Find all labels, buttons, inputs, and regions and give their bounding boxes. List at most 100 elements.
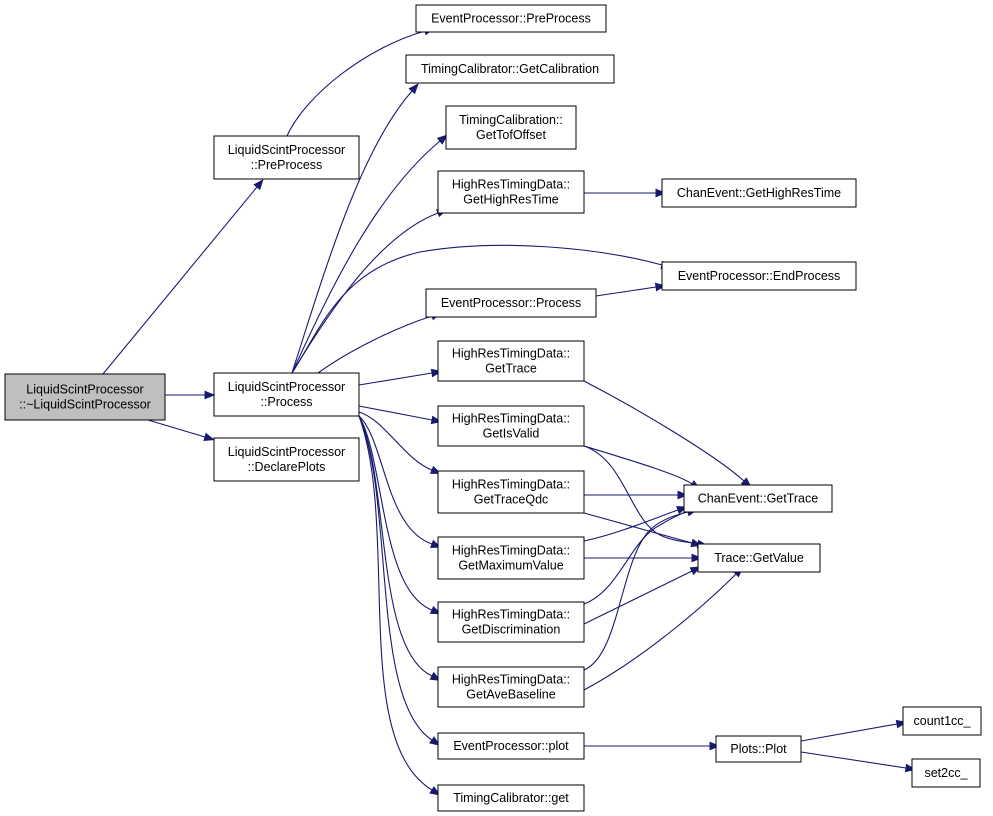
node-count1cc[interactable]: count1cc_ bbox=[902, 706, 982, 736]
node-box bbox=[715, 735, 802, 763]
edge-plots-plot-to-count1cc bbox=[800, 719, 908, 742]
edge-line bbox=[358, 415, 433, 791]
edge-hr-base-to-tr-value bbox=[583, 566, 744, 691]
node-label-line: LiquidScintProcessor bbox=[228, 445, 345, 459]
node-lsp-proc[interactable]: LiquidScintProcessor::Process bbox=[213, 372, 360, 417]
node-box bbox=[437, 340, 585, 382]
node-label-line: count1cc_ bbox=[914, 714, 972, 728]
nodes-layer: LiquidScintProcessor::~LiquidScintProces… bbox=[4, 4, 982, 812]
edge-line bbox=[147, 419, 206, 438]
node-box bbox=[683, 484, 833, 513]
node-label-line: ::PreProcess bbox=[251, 158, 323, 172]
node-label-line: HighResTimingData:: bbox=[452, 544, 570, 558]
node-hr-base[interactable]: HighResTimingData::GetAveBaseline bbox=[437, 666, 585, 708]
node-label-line: GetMaximumValue bbox=[458, 559, 563, 573]
node-box bbox=[437, 536, 585, 580]
edge-lsp-proc-to-hr-time bbox=[291, 209, 448, 374]
edge-plots-plot-to-set2cc bbox=[800, 751, 917, 773]
node-label-line: HighResTimingData:: bbox=[452, 412, 570, 426]
node-label-line: TimingCalibrator::get bbox=[453, 791, 569, 805]
node-label-line: GetTofOffset bbox=[476, 128, 546, 142]
node-label-line: GetTraceQdc bbox=[474, 493, 549, 507]
node-box bbox=[902, 706, 982, 736]
node-tr-value[interactable]: Trace::GetValue bbox=[697, 543, 821, 573]
node-label-line: ChanEvent::GetHighResTime bbox=[677, 186, 841, 200]
edge-hr-max-to-ce-trace bbox=[583, 506, 688, 542]
arrowhead-icon bbox=[204, 390, 216, 400]
node-box bbox=[437, 732, 585, 760]
node-label-line: ::~LiquidScintProcessor bbox=[19, 398, 151, 412]
node-label-line: LiquidScintProcessor bbox=[228, 143, 345, 157]
edge-hr-disc-to-tr-value bbox=[583, 566, 702, 625]
node-label-line: TimingCalibration:: bbox=[459, 113, 563, 127]
edge-hr-disc-to-ce-trace bbox=[583, 507, 698, 605]
node-box bbox=[661, 178, 857, 208]
node-label-line: LiquidScintProcessor bbox=[26, 383, 143, 397]
arrowhead-icon bbox=[253, 179, 264, 191]
node-ce-hrt[interactable]: ChanEvent::GetHighResTime bbox=[661, 178, 857, 208]
node-box bbox=[213, 135, 360, 180]
node-label-line: HighResTimingData:: bbox=[452, 673, 570, 687]
edge-line bbox=[583, 573, 737, 691]
edge-line bbox=[291, 140, 441, 374]
edge-line bbox=[358, 372, 433, 386]
node-hr-max[interactable]: HighResTimingData::GetMaximumValue bbox=[437, 536, 585, 580]
edge-line bbox=[595, 286, 657, 297]
node-ce-trace[interactable]: ChanEvent::GetTrace bbox=[683, 484, 833, 513]
node-hr-trace[interactable]: HighResTimingData::GetTrace bbox=[437, 340, 585, 382]
node-box bbox=[437, 666, 585, 708]
node-box bbox=[405, 54, 615, 84]
node-label-line: EventProcessor::PreProcess bbox=[431, 12, 591, 26]
node-label-line: Trace::GetValue bbox=[714, 551, 804, 565]
node-tc-getcal[interactable]: TimingCalibrator::GetCalibration bbox=[405, 54, 615, 84]
node-label-line: ::Process bbox=[260, 395, 312, 409]
edge-ep-proc-to-ep-end bbox=[595, 282, 667, 297]
edge-hr-base-to-ce-trace bbox=[583, 507, 698, 671]
node-box bbox=[911, 758, 981, 788]
node-root[interactable]: LiquidScintProcessor::~LiquidScintProces… bbox=[4, 373, 166, 421]
node-tc-get[interactable]: TimingCalibrator::get bbox=[437, 784, 585, 812]
arrowhead-icon bbox=[709, 741, 721, 751]
node-lsp-decl[interactable]: LiquidScintProcessor::DeclarePlots bbox=[213, 437, 360, 482]
edge-lsp-proc-to-tcal-tof bbox=[291, 134, 448, 374]
node-plots-plot[interactable]: Plots::Plot bbox=[715, 735, 802, 763]
edge-line bbox=[291, 90, 413, 374]
edge-line bbox=[800, 751, 907, 769]
node-box bbox=[437, 405, 585, 447]
node-ep-proc[interactable]: EventProcessor::Process bbox=[425, 288, 597, 318]
node-hr-qdc[interactable]: HighResTimingData::GetTraceQdc bbox=[437, 470, 585, 514]
edge-lsp-proc-to-ep-proc bbox=[317, 312, 442, 374]
edge-lsp-proc-to-hr-valid bbox=[358, 405, 443, 425]
node-ep-end[interactable]: EventProcessor::EndProcess bbox=[661, 261, 857, 291]
node-hr-valid[interactable]: HighResTimingData::GetIsValid bbox=[437, 405, 585, 447]
node-set2cc[interactable]: set2cc_ bbox=[911, 758, 981, 788]
node-box bbox=[415, 4, 607, 33]
node-hr-time[interactable]: HighResTimingData::GetHighResTime bbox=[437, 170, 585, 214]
node-lsp-pre[interactable]: LiquidScintProcessor::PreProcess bbox=[213, 135, 360, 180]
edge-lsp-proc-to-hr-trace bbox=[358, 368, 443, 386]
node-hr-disc[interactable]: HighResTimingData::GetDiscrimination bbox=[437, 601, 585, 643]
arrowhead-icon bbox=[408, 83, 419, 95]
edge-lsp-proc-to-tc-get bbox=[358, 415, 441, 796]
edge-line bbox=[583, 445, 699, 545]
node-label-line: GetTrace bbox=[485, 362, 537, 376]
edge-lsp-proc-to-ep-plot bbox=[358, 415, 441, 746]
node-box bbox=[425, 288, 597, 318]
edge-line bbox=[102, 186, 258, 375]
node-ep-pre[interactable]: EventProcessor::PreProcess bbox=[415, 4, 607, 33]
node-label-line: GetHighResTime bbox=[463, 193, 558, 207]
edge-line bbox=[583, 509, 679, 542]
edge-line bbox=[358, 415, 433, 545]
edge-line bbox=[800, 723, 898, 742]
edge-line bbox=[358, 415, 433, 741]
node-label-line: ::DeclarePlots bbox=[248, 460, 326, 474]
node-label-line: EventProcessor::plot bbox=[453, 739, 569, 753]
node-label-line: GetDiscrimination bbox=[462, 623, 561, 637]
node-label-line: HighResTimingData:: bbox=[452, 347, 570, 361]
node-tcal-tof[interactable]: TimingCalibration::GetTofOffset bbox=[445, 105, 577, 150]
edge-line bbox=[291, 244, 663, 374]
node-box bbox=[661, 261, 857, 291]
node-box bbox=[4, 373, 166, 421]
node-ep-plot[interactable]: EventProcessor::plot bbox=[437, 732, 585, 760]
